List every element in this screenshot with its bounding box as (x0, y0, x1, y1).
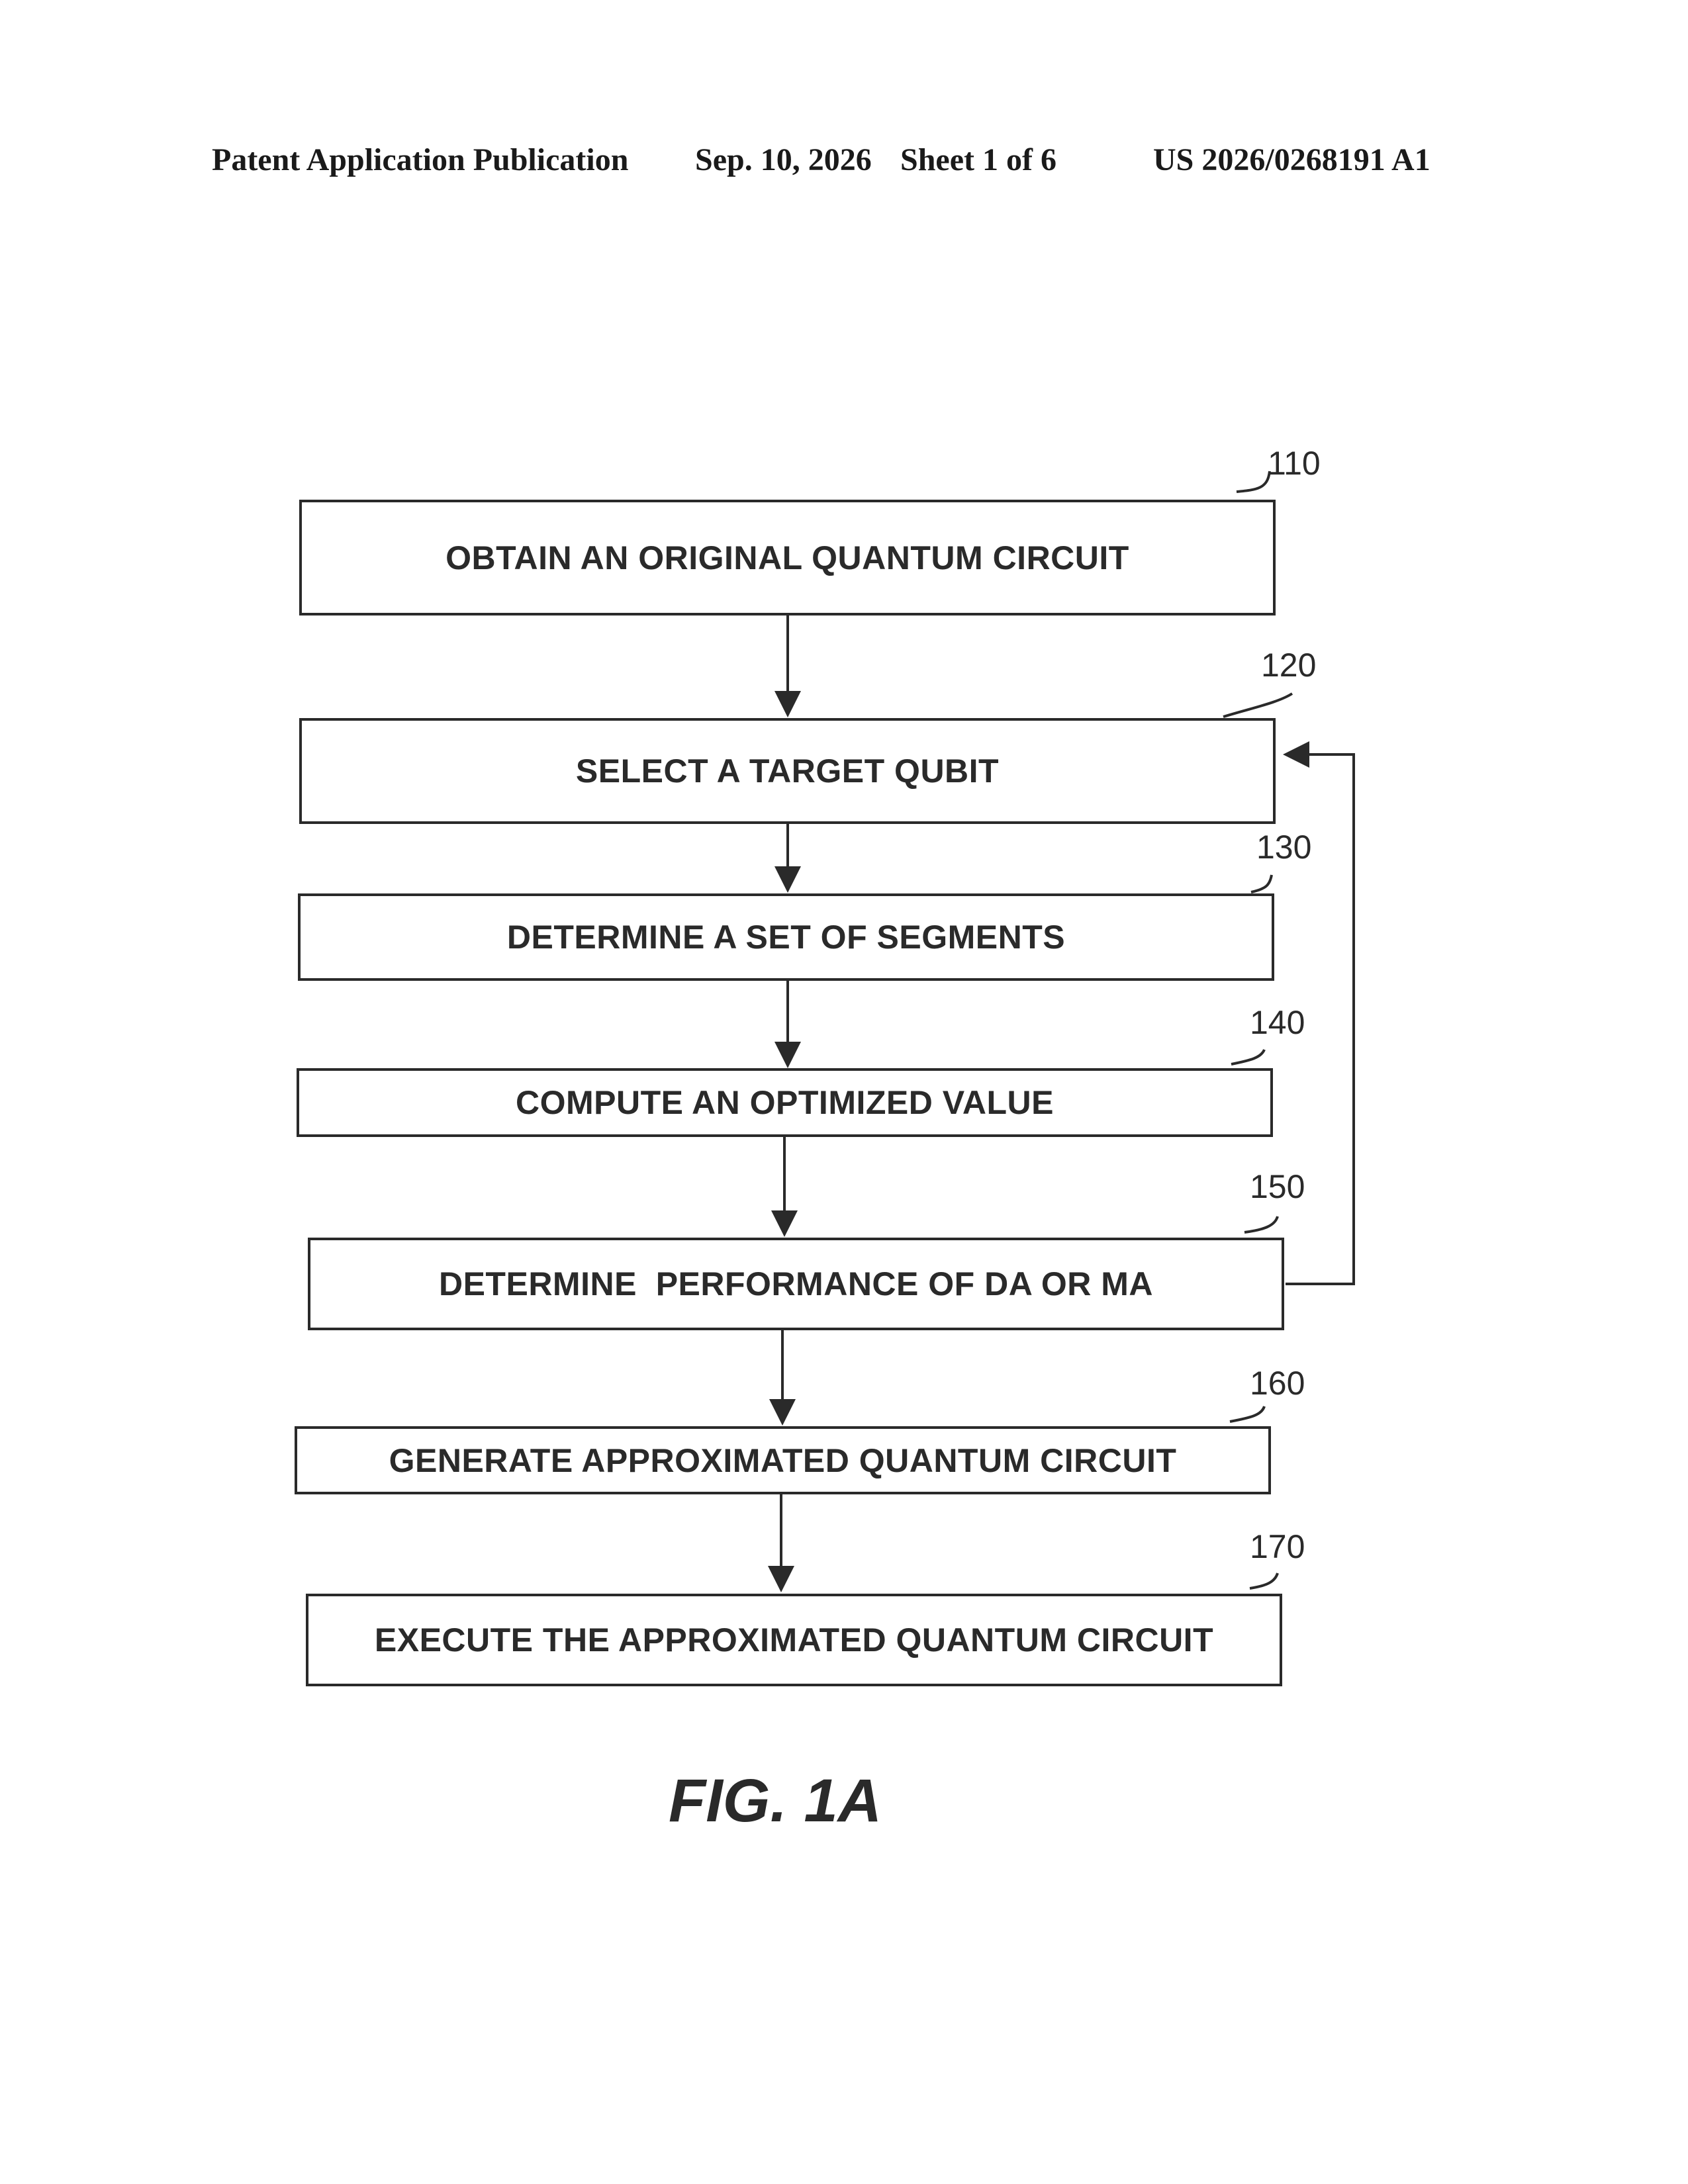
ref-number-120: 120 (1261, 649, 1316, 682)
step-label: GENERATE APPROXIMATED QUANTUM CIRCUIT (389, 1444, 1177, 1477)
step-box-110: OBTAIN AN ORIGINAL QUANTUM CIRCUIT (299, 500, 1276, 615)
figure-caption: FIG. 1A (669, 1770, 882, 1831)
ref-number-150: 150 (1250, 1170, 1305, 1203)
step-box-170: EXECUTE THE APPROXIMATED QUANTUM CIRCUIT (306, 1594, 1282, 1686)
step-box-150: DETERMINE PERFORMANCE OF DA OR MA (308, 1238, 1284, 1330)
step-label: SELECT A TARGET QUBIT (576, 754, 999, 788)
step-label: EXECUTE THE APPROXIMATED QUANTUM CIRCUIT (375, 1623, 1213, 1657)
ref-number-130: 130 (1256, 831, 1311, 864)
step-label: DETERMINE A SET OF SEGMENTS (507, 921, 1065, 954)
leader-120 (1223, 694, 1292, 717)
leader-160 (1230, 1406, 1264, 1422)
step-label: OBTAIN AN ORIGINAL QUANTUM CIRCUIT (445, 541, 1129, 574)
step-box-160: GENERATE APPROXIMATED QUANTUM CIRCUIT (295, 1426, 1271, 1494)
leader-130 (1251, 875, 1272, 892)
step-box-140: COMPUTE AN OPTIMIZED VALUE (297, 1068, 1273, 1137)
step-label: DETERMINE PERFORMANCE OF DA OR MA (439, 1267, 1153, 1300)
step-label: COMPUTE AN OPTIMIZED VALUE (516, 1086, 1054, 1119)
leader-150 (1244, 1216, 1278, 1232)
ref-number-160: 160 (1250, 1367, 1305, 1400)
ref-number-170: 170 (1250, 1530, 1305, 1563)
leader-140 (1231, 1050, 1264, 1064)
leader-170 (1250, 1573, 1278, 1588)
step-box-120: SELECT A TARGET QUBIT (299, 718, 1276, 824)
ref-number-110: 110 (1268, 447, 1321, 480)
leader-110 (1237, 471, 1270, 492)
step-box-130: DETERMINE A SET OF SEGMENTS (298, 893, 1274, 981)
ref-number-140: 140 (1250, 1006, 1305, 1039)
